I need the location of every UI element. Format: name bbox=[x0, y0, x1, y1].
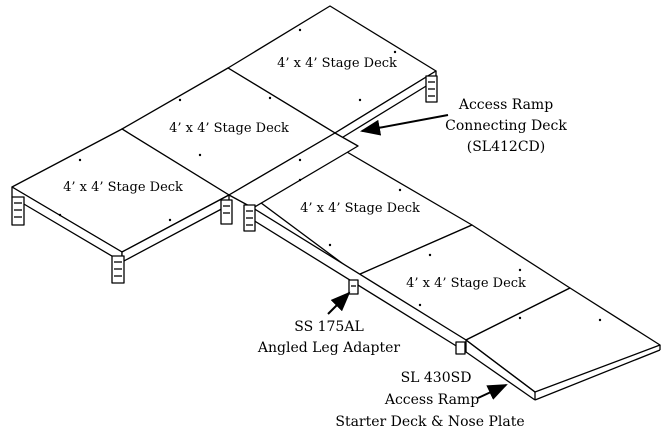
left-deck-label: 4’ x 4’ Stage Deck bbox=[63, 180, 183, 195]
starter-deck-callout-line1: SL 430SD bbox=[401, 370, 472, 386]
bolt-dots bbox=[58, 28, 602, 322]
leg-adapter-arrow bbox=[327, 291, 351, 315]
starter-deck-arrow bbox=[477, 384, 508, 400]
ramp-deck-1-label: 4’ x 4’ Stage Deck bbox=[300, 201, 420, 216]
starter-deck-callout-line2: Access Ramp bbox=[384, 392, 479, 408]
ramp-deck-2-label: 4’ x 4’ Stage Deck bbox=[406, 276, 526, 291]
leg-left-front bbox=[11, 196, 25, 226]
leg-ramp-end bbox=[455, 341, 466, 355]
connecting-deck-callout-line3: (SL412CD) bbox=[467, 139, 545, 155]
starter-deck-callout: SL 430SD Access Ramp Starter Deck & Nose… bbox=[335, 370, 524, 430]
leg-front-center bbox=[111, 255, 125, 284]
connecting-deck-callout-line2: Connecting Deck bbox=[445, 118, 567, 134]
leg-adapter-callout-line2: Angled Leg Adapter bbox=[257, 340, 401, 356]
connecting-deck-callout: Access Ramp Connecting Deck (SL412CD) bbox=[360, 97, 567, 155]
connecting-deck-top bbox=[228, 132, 359, 209]
starter-deck-callout-line3: Starter Deck & Nose Plate bbox=[335, 414, 524, 430]
connecting-deck-callout-line1: Access Ramp bbox=[458, 97, 553, 113]
leg-middle-joint bbox=[220, 199, 233, 225]
leg-adapter-callout: SS 175AL Angled Leg Adapter bbox=[257, 291, 401, 356]
leg-back-right bbox=[425, 75, 438, 103]
back-deck-label: 4’ x 4’ Stage Deck bbox=[277, 56, 397, 71]
connecting-deck-arrow bbox=[360, 114, 449, 136]
angled-leg-adapter bbox=[348, 279, 359, 295]
leg-connecting bbox=[243, 204, 256, 232]
leg-adapter-callout-line1: SS 175AL bbox=[294, 319, 364, 335]
middle-deck-label: 4’ x 4’ Stage Deck bbox=[169, 121, 289, 136]
